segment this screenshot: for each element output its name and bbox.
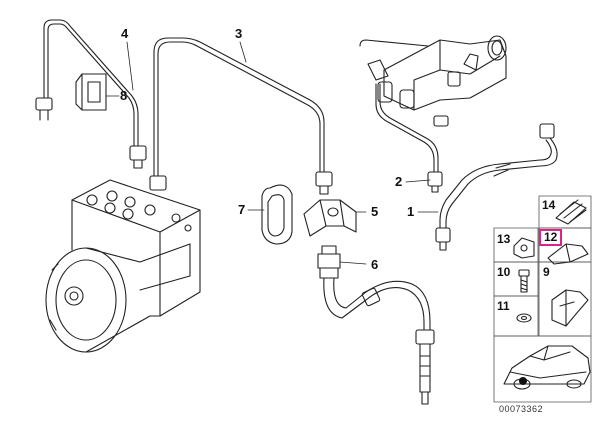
part-14-clip[interactable] xyxy=(555,199,587,225)
location-marker-dot xyxy=(519,377,527,385)
part-9-bracket[interactable] xyxy=(551,289,589,327)
master-cylinder[interactable] xyxy=(359,35,507,111)
box-label-12-highlighted[interactable]: 12 xyxy=(539,229,563,246)
box-label-13[interactable]: 13 xyxy=(497,232,511,246)
brake-pipe-1[interactable] xyxy=(433,115,558,251)
part-13-clip[interactable] xyxy=(513,237,535,259)
brake-pipe-2[interactable] xyxy=(375,83,443,193)
box-label-10[interactable]: 10 xyxy=(497,265,511,279)
pipe-clip-8[interactable] xyxy=(75,73,107,111)
abs-hydraulic-unit[interactable] xyxy=(45,179,201,353)
brake-hose-6[interactable] xyxy=(317,245,435,405)
callout-1[interactable]: 1 xyxy=(407,204,415,219)
callout-4[interactable]: 4 xyxy=(121,26,129,41)
callout-5[interactable]: 5 xyxy=(371,204,379,219)
brake-pipe-4[interactable] xyxy=(35,19,147,169)
brake-pipe-3[interactable] xyxy=(149,37,333,195)
callout-6[interactable]: 6 xyxy=(371,257,379,272)
callout-2[interactable]: 2 xyxy=(395,174,403,189)
bracket-5[interactable] xyxy=(303,199,357,237)
vehicle-location-car xyxy=(503,345,591,390)
callout-3[interactable]: 3 xyxy=(235,26,243,41)
grommet-7[interactable] xyxy=(261,184,293,245)
part-10-bolt[interactable] xyxy=(518,269,530,293)
leader-lines xyxy=(105,41,439,265)
part-11-washer[interactable] xyxy=(516,313,532,323)
callout-7[interactable]: 7 xyxy=(238,202,246,217)
callout-8[interactable]: 8 xyxy=(120,88,128,103)
part-12-holder[interactable] xyxy=(547,243,589,265)
box-label-9[interactable]: 9 xyxy=(543,265,550,279)
box-label-11[interactable]: 11 xyxy=(497,299,510,313)
drawing-number: 00073362 xyxy=(499,404,544,414)
box-label-14[interactable]: 14 xyxy=(542,198,556,212)
